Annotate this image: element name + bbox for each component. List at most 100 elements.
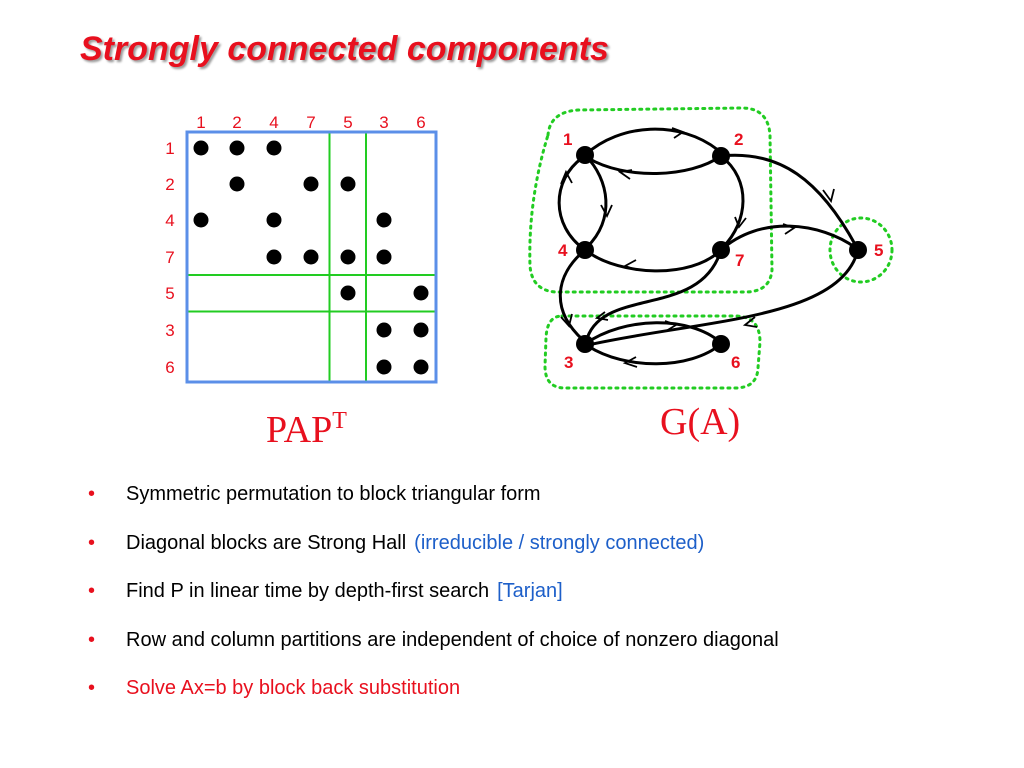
vertex-5 xyxy=(849,241,867,259)
vertex-label-4: 4 xyxy=(558,241,568,260)
edge-arrowheads xyxy=(560,127,835,368)
bullet-glyph: • xyxy=(88,580,96,602)
matrix-col-label-3: 3 xyxy=(379,113,388,132)
bullet-item: • Row and column partitions are independe… xyxy=(84,628,779,652)
vertex-1 xyxy=(576,146,594,164)
matrix-caption: PAPT xyxy=(266,408,347,451)
component-outlines xyxy=(528,106,894,390)
component-outline-3-6 xyxy=(543,314,762,390)
vertex-label-7: 7 xyxy=(735,251,744,270)
bullet-glyph: • xyxy=(88,628,96,651)
graph-edges xyxy=(557,127,860,366)
arrowhead-2-to-5 xyxy=(822,188,835,204)
edge-7-to-3 xyxy=(584,249,723,343)
arrowhead-7-to-3 xyxy=(594,311,609,321)
arrowhead-4-to-3 xyxy=(560,313,573,328)
matrix-nonzero-2-5 xyxy=(340,176,356,192)
arrowhead-3-to-6 xyxy=(664,320,679,332)
vertex-label-3: 3 xyxy=(564,353,573,372)
matrix-nonzero-3-6 xyxy=(413,322,429,338)
edge-2-to-1 xyxy=(587,154,722,176)
vertex-2 xyxy=(712,147,730,165)
vertex-3 xyxy=(576,335,594,353)
figure-area: 1 2 4 7 5 3 6 1 2 4 7 5 3 6 PAPT xyxy=(165,106,894,451)
matrix-nonzero-1-2 xyxy=(229,140,245,156)
arrowhead-5-to-3 xyxy=(742,316,758,328)
matrix-nonzero-7-3 xyxy=(376,249,392,265)
bullet-note: [Tarjan] xyxy=(497,580,563,602)
bullet-text: Row and column partitions are independen… xyxy=(126,628,779,651)
matrix-block-partitions xyxy=(187,132,436,382)
component-outline-1-2-4-7 xyxy=(528,106,774,294)
edge-1-to-2 xyxy=(583,127,719,157)
bullet-glyph: • xyxy=(88,531,96,554)
vertex-6 xyxy=(712,335,730,353)
bullet-list: • Symmetric permutation to block triangul… xyxy=(84,482,779,725)
arrowhead-1-to-2 xyxy=(671,127,685,139)
bullet-item: •Diagonal blocks are Strong Hall(irreduc… xyxy=(84,531,779,555)
matrix-nonzero-5-5 xyxy=(340,285,356,301)
arrowhead-7-to-4 xyxy=(622,259,638,271)
arrowhead-2-to-1 xyxy=(617,169,633,180)
vertex-4 xyxy=(576,241,594,259)
matrix-row-label-1: 1 xyxy=(165,139,174,158)
edge-4-to-1 xyxy=(557,156,586,252)
matrix-nonzero-4-3 xyxy=(376,212,392,228)
edge-7-to-4 xyxy=(587,248,723,273)
matrix-nonzeros xyxy=(193,140,429,375)
vertex-label-2: 2 xyxy=(734,130,743,149)
matrix-nonzero-4-4 xyxy=(266,212,282,228)
matrix-nonzero-2-7 xyxy=(303,176,319,192)
arrowhead-2-to-7 xyxy=(734,216,747,229)
edge-2-to-7 xyxy=(720,154,745,249)
bullet-text: Solve Ax=b by block back substitution xyxy=(126,677,461,699)
matrix-row-label-3: 3 xyxy=(165,321,174,340)
component-outline-5 xyxy=(828,216,894,284)
edge-5-to-3 xyxy=(587,249,860,347)
matrix-col-label-1: 1 xyxy=(196,113,205,132)
matrix-col-label-6: 6 xyxy=(416,113,425,132)
matrix-nonzero-7-5 xyxy=(340,249,356,265)
graph-vertices xyxy=(576,146,867,353)
matrix-nonzero-7-7 xyxy=(303,249,319,265)
matrix-nonzero-7-4 xyxy=(266,249,282,265)
matrix-row-label-2: 2 xyxy=(165,175,174,194)
matrix-col-label-2: 2 xyxy=(232,113,241,132)
matrix-row-label-7: 7 xyxy=(165,248,174,267)
matrix-col-label-7: 7 xyxy=(306,113,315,132)
matrix-row-label-4: 4 xyxy=(165,211,174,230)
matrix-nonzero-1-1 xyxy=(193,140,209,156)
arrowhead-4-to-1 xyxy=(560,169,573,185)
vertex-label-6: 6 xyxy=(731,353,740,372)
matrix-nonzero-1-4 xyxy=(266,140,282,156)
bullet-glyph: • xyxy=(88,677,96,699)
matrix-nonzero-6-6 xyxy=(413,359,429,375)
matrix-row-label-6: 6 xyxy=(165,358,174,377)
vertex-labels: 1 2 4 7 5 3 6 xyxy=(558,130,883,372)
vertex-label-1: 1 xyxy=(563,130,572,149)
arrowhead-1-to-4 xyxy=(600,204,613,219)
bullet-glyph: • xyxy=(88,483,96,505)
slide-title: Strongly connected components xyxy=(80,30,609,68)
matrix-nonzero-6-3 xyxy=(376,359,392,375)
edge-6-to-3 xyxy=(587,342,722,366)
matrix-col-label-5: 5 xyxy=(343,113,352,132)
edge-1-to-4 xyxy=(583,153,608,249)
bullet-text: Find P in linear time by depth-first sea… xyxy=(126,580,490,602)
matrix-nonzero-3-3 xyxy=(376,322,392,338)
bullet-item: • Solve Ax=b by block back substitution xyxy=(84,676,779,700)
bullet-item: • Find P in linear time by depth-first se… xyxy=(84,579,779,603)
matrix-nonzero-2-2 xyxy=(229,176,245,192)
edge-3-to-6 xyxy=(584,321,721,346)
matrix-nonzero-4-1 xyxy=(193,212,209,228)
bullet-text: Symmetric permutation to block triangula… xyxy=(126,483,541,505)
edge-2-to-5 xyxy=(720,153,858,247)
arrowhead-6-to-3 xyxy=(622,356,638,368)
edge-4-to-3 xyxy=(558,248,586,342)
bullet-text: Diagonal blocks are Strong Hall xyxy=(126,531,407,554)
vertex-label-5: 5 xyxy=(874,241,883,260)
vertex-7 xyxy=(712,241,730,259)
